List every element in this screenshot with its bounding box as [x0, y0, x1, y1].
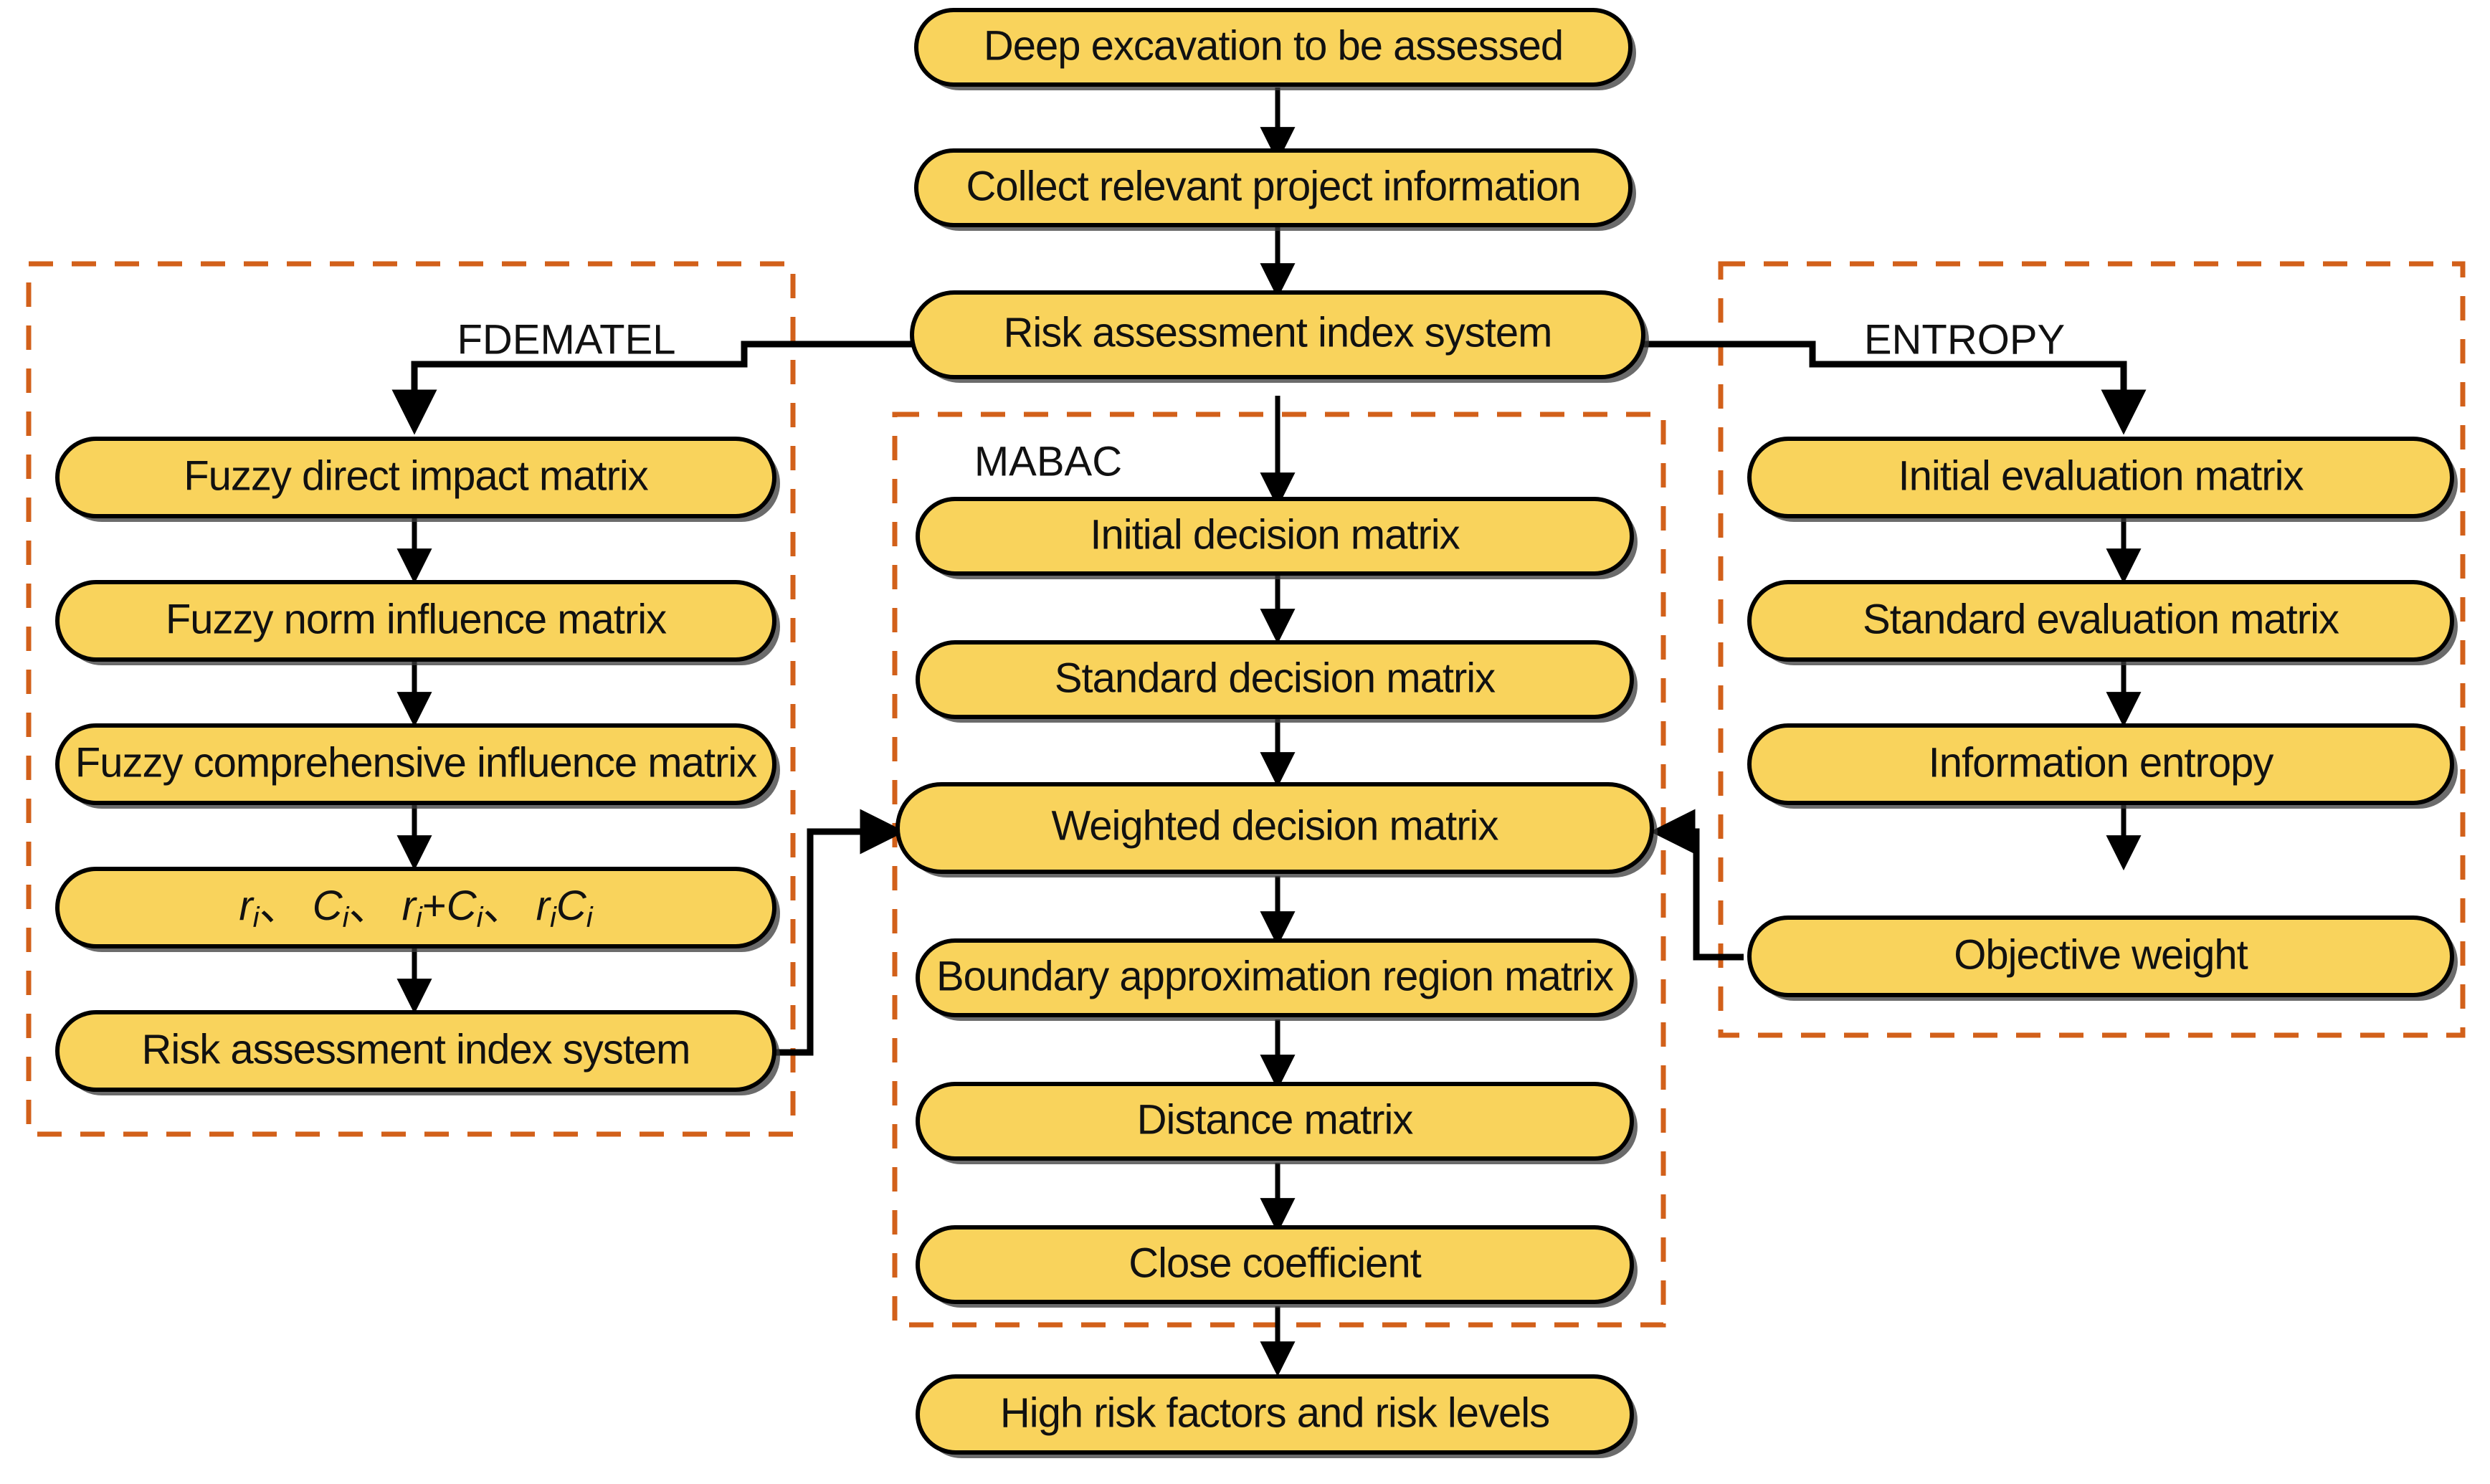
node-body: [1747, 580, 2454, 662]
node-body: [916, 938, 1634, 1017]
node-body: [895, 782, 1654, 874]
math-r3: r: [536, 883, 552, 929]
node-body: [910, 290, 1645, 379]
node-body: [55, 437, 776, 518]
node-label: Initial evaluation matrix: [1899, 452, 2304, 499]
math-sep1: 、: [260, 883, 301, 929]
node-body: [55, 580, 776, 662]
node-high-risk-factors[interactable]: High risk factors and risk levels: [916, 1374, 1638, 1458]
node-label: Standard decision matrix: [1055, 655, 1496, 701]
node-body: [55, 1010, 776, 1092]
connector-riskindex-to-fdematel: [391, 341, 912, 435]
node-label: Distance matrix: [1137, 1096, 1414, 1143]
math-C3: C: [556, 883, 587, 929]
math-C2: C: [447, 883, 477, 929]
node-initial-evaluation-matrix[interactable]: Initial evaluation matrix: [1747, 437, 2458, 522]
node-risk-index-top[interactable]: Risk assessment index system: [910, 290, 1649, 383]
node-fuzzy-direct-impact-matrix[interactable]: Fuzzy direct impact matrix: [55, 437, 780, 522]
node-body: [1747, 915, 2454, 997]
node-body: [55, 867, 776, 948]
connector-riskindex-to-entropy: [1643, 341, 2147, 435]
node-risk-index-left[interactable]: Risk assessment index system: [55, 1010, 780, 1095]
node-boundary-approximation-region-matrix[interactable]: Boundary approximation region matrix: [916, 938, 1638, 1021]
node-fuzzy-norm-influence-matrix[interactable]: Fuzzy norm influence matrix: [55, 580, 780, 665]
group-label-fdematel: FDEMATEL: [457, 316, 675, 363]
node-close-coefficient[interactable]: Close coefficient: [916, 1225, 1638, 1308]
node-ri-ci-formula[interactable]: ri、 Ci、 ri+Ci、 riCi: [55, 867, 780, 952]
node-initial-decision-matrix[interactable]: Initial decision matrix: [916, 497, 1638, 579]
node-label: Risk assessment index system: [1004, 309, 1552, 356]
node-deep-excavation[interactable]: Deep excavation to be assessed: [914, 8, 1636, 90]
group-label-mabac: MABAC: [974, 438, 1122, 485]
math-r2: r: [402, 883, 418, 929]
node-label: Close coefficient: [1128, 1240, 1421, 1286]
node-label: Deep excavation to be assessed: [984, 22, 1563, 69]
math-C1: C: [313, 883, 343, 929]
node-label: Objective weight: [1954, 931, 2248, 978]
math-sep2: 、: [348, 883, 390, 929]
math-sub6: i: [586, 902, 594, 933]
node-label: Fuzzy comprehensive influence matrix: [75, 739, 757, 786]
group-box-entropy: [1718, 261, 2466, 1038]
group-box-fdematel: [26, 261, 796, 1137]
math-sub5: i: [550, 902, 557, 933]
node-body: [55, 723, 776, 805]
math-sub3: i: [416, 902, 423, 933]
node-information-entropy[interactable]: Information entropy: [1747, 723, 2458, 809]
math-sep3: 、: [483, 883, 525, 929]
math-plus: +: [422, 883, 447, 929]
node-body: [916, 1374, 1634, 1455]
node-label: Fuzzy norm influence matrix: [166, 596, 667, 642]
node-label: High risk factors and risk levels: [1000, 1389, 1549, 1436]
node-label: Weighted decision matrix: [1052, 802, 1499, 849]
node-body: [916, 640, 1634, 719]
math-sub1: i: [253, 902, 260, 933]
node-body: [1747, 723, 2454, 805]
connector-entropy-to-weighted: [1650, 809, 1744, 961]
node-standard-evaluation-matrix[interactable]: Standard evaluation matrix: [1747, 580, 2458, 665]
math-r1: r: [239, 883, 255, 929]
node-label: Standard evaluation matrix: [1863, 596, 2339, 642]
node-label: Fuzzy direct impact matrix: [184, 452, 649, 499]
node-body: [916, 1082, 1634, 1161]
node-weighted-decision-matrix[interactable]: Weighted decision matrix: [895, 782, 1658, 877]
node-body: [914, 148, 1633, 227]
group-box-mabac: [892, 412, 1666, 1328]
node-objective-weight[interactable]: Objective weight: [1747, 915, 2458, 1001]
group-label-entropy: ENTROPY: [1864, 316, 2065, 363]
node-body: [916, 497, 1634, 576]
math-sub4: i: [477, 902, 484, 933]
node-body: [1747, 437, 2454, 518]
node-collect-info[interactable]: Collect relevant project information: [914, 148, 1636, 231]
node-standard-decision-matrix[interactable]: Standard decision matrix: [916, 640, 1638, 723]
node-fuzzy-comprehensive-influence-matrix[interactable]: Fuzzy comprehensive influence matrix: [55, 723, 780, 809]
math-sub2: i: [343, 902, 350, 933]
node-body: [916, 1225, 1634, 1304]
node-label: Risk assessment index system: [142, 1026, 690, 1072]
connector-fdematel-to-weighted: [774, 809, 906, 1056]
node-body: [914, 8, 1633, 87]
node-label: Initial decision matrix: [1090, 511, 1460, 558]
node-label-math: ri、 Ci、 ri+Ci、 riCi: [239, 883, 593, 933]
node-label: Collect relevant project information: [966, 163, 1581, 209]
node-label: Information entropy: [1929, 739, 2274, 786]
node-distance-matrix[interactable]: Distance matrix: [916, 1082, 1638, 1164]
node-label: Boundary approximation region matrix: [936, 953, 1614, 999]
